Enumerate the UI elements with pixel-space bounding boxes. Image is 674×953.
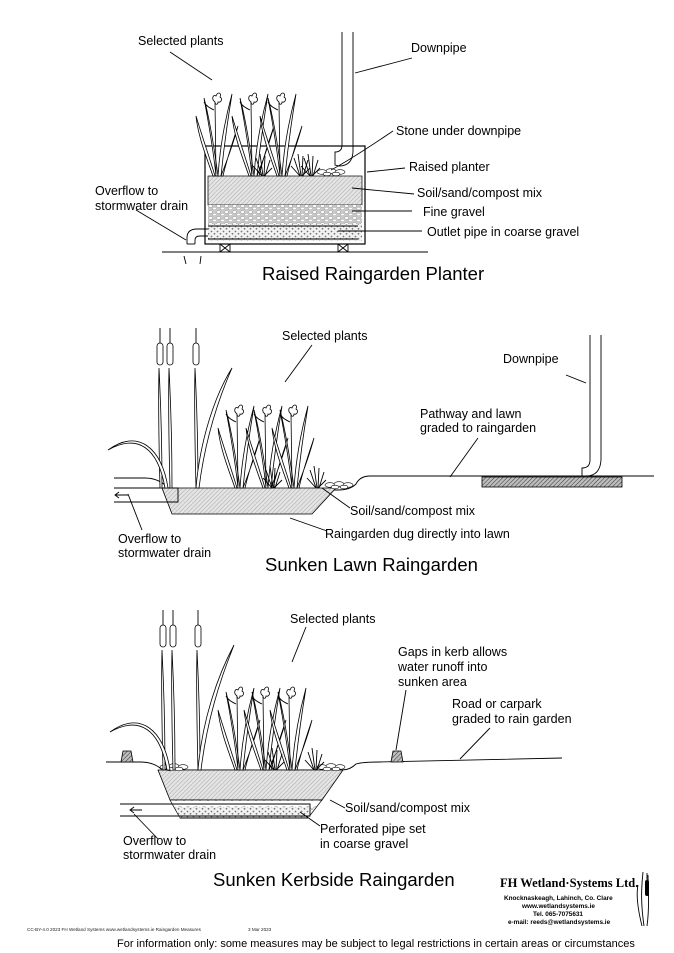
overflow-pipe <box>186 228 208 244</box>
lawn-ground-line <box>114 475 654 491</box>
lawn-overflow-pipe <box>114 487 179 503</box>
label-lawn-overflow-line2: stormwater drain <box>118 546 211 560</box>
label-pathway-line1: Pathway and lawn <box>420 407 522 421</box>
label-kerb-overflow-line2: stormwater drain <box>123 848 216 862</box>
reed-logo-icon <box>636 871 650 927</box>
title-sunken-lawn: Sunken Lawn Raingarden <box>265 554 478 575</box>
label-pathway-line2: graded to raingarden <box>420 421 536 435</box>
lawn-soil-basin <box>161 487 337 515</box>
label-lawn-soil-mix: Soil/sand/compost mix <box>350 504 476 518</box>
label-kerb-soil-mix: Soil/sand/compost mix <box>345 801 471 815</box>
title-sunken-kerbside: Sunken Kerbside Raingarden <box>213 869 455 890</box>
label-fine-gravel: Fine gravel <box>423 205 485 219</box>
company-address: Knocknaskeagh, Lahinch, Co. Clare <box>504 895 613 902</box>
footer-date: 3 Mar 2023 <box>248 927 272 932</box>
label-kerb-overflow-line1: Overflow to <box>123 834 186 848</box>
footer-license: CC-BY-4.0 2023 FH Wetland Systems www.we… <box>27 927 202 932</box>
label-gaps-line1: Gaps in kerb allows <box>398 645 507 659</box>
coarse-gravel-layer <box>208 224 362 241</box>
label-overflow-line2: stormwater drain <box>95 199 188 213</box>
company-website: www.wetlandsystems.ie <box>521 903 595 910</box>
label-lawn-downpipe: Downpipe <box>503 352 559 366</box>
label-outlet-pipe: Outlet pipe in coarse gravel <box>427 225 579 239</box>
label-soil-mix: Soil/sand/compost mix <box>417 186 543 200</box>
sunken-lawn-diagram: Selected plants Downpipe Pathway and law… <box>107 327 654 575</box>
perforated-pipe <box>120 803 311 817</box>
label-stone-under-downpipe: Stone under downpipe <box>396 124 521 138</box>
title-raised-raingarden: Raised Raingarden Planter <box>262 263 484 284</box>
label-downpipe: Downpipe <box>411 41 467 55</box>
label-gaps-line2: water runoff into <box>397 660 487 674</box>
label-gaps-line3: sunken area <box>398 675 467 689</box>
company-tel: Tel. 065-7075631 <box>533 911 583 918</box>
road-ground-line <box>106 757 563 771</box>
label-dug-into-lawn: Raingarden dug directly into lawn <box>325 527 510 541</box>
label-pipe-line2: in coarse gravel <box>320 837 408 851</box>
footer-disclaimer: For information only: some measures may … <box>117 938 635 950</box>
sunken-kerbside-diagram: Selected plants Gaps in kerb allows wate… <box>106 609 572 890</box>
company-email: e-mail: reeds@wetlandsystems.ie <box>508 919 611 926</box>
label-raised-planter: Raised planter <box>409 160 490 174</box>
label-pipe-line1: Perforated pipe set <box>320 822 426 836</box>
company-name: FH Wetland·Systems Ltd. <box>500 876 638 890</box>
soil-layer <box>207 175 363 206</box>
kerbside-soil-layer <box>157 769 344 801</box>
label-road-line2: graded to rain garden <box>452 712 572 726</box>
company-block: FH Wetland·Systems Ltd. Knocknaskeagh, L… <box>500 871 650 927</box>
label-overflow-line1: Overflow to <box>95 184 158 198</box>
label-kerb-selected-plants: Selected plants <box>290 612 375 626</box>
kerb-left <box>120 750 134 763</box>
label-selected-plants: Selected plants <box>138 34 223 48</box>
fine-gravel-layer <box>208 205 362 224</box>
planter-feet <box>219 243 349 253</box>
lawn-downpipe <box>581 335 602 477</box>
label-lawn-overflow-line1: Overflow to <box>118 532 181 546</box>
kerb-right <box>390 750 404 763</box>
label-lawn-selected-plants: Selected plants <box>282 329 367 343</box>
raised-planter-diagram: Selected plants Downpipe Stone under dow… <box>95 32 579 284</box>
paving-slab <box>481 476 623 488</box>
label-road-line1: Road or carpark <box>452 697 542 711</box>
